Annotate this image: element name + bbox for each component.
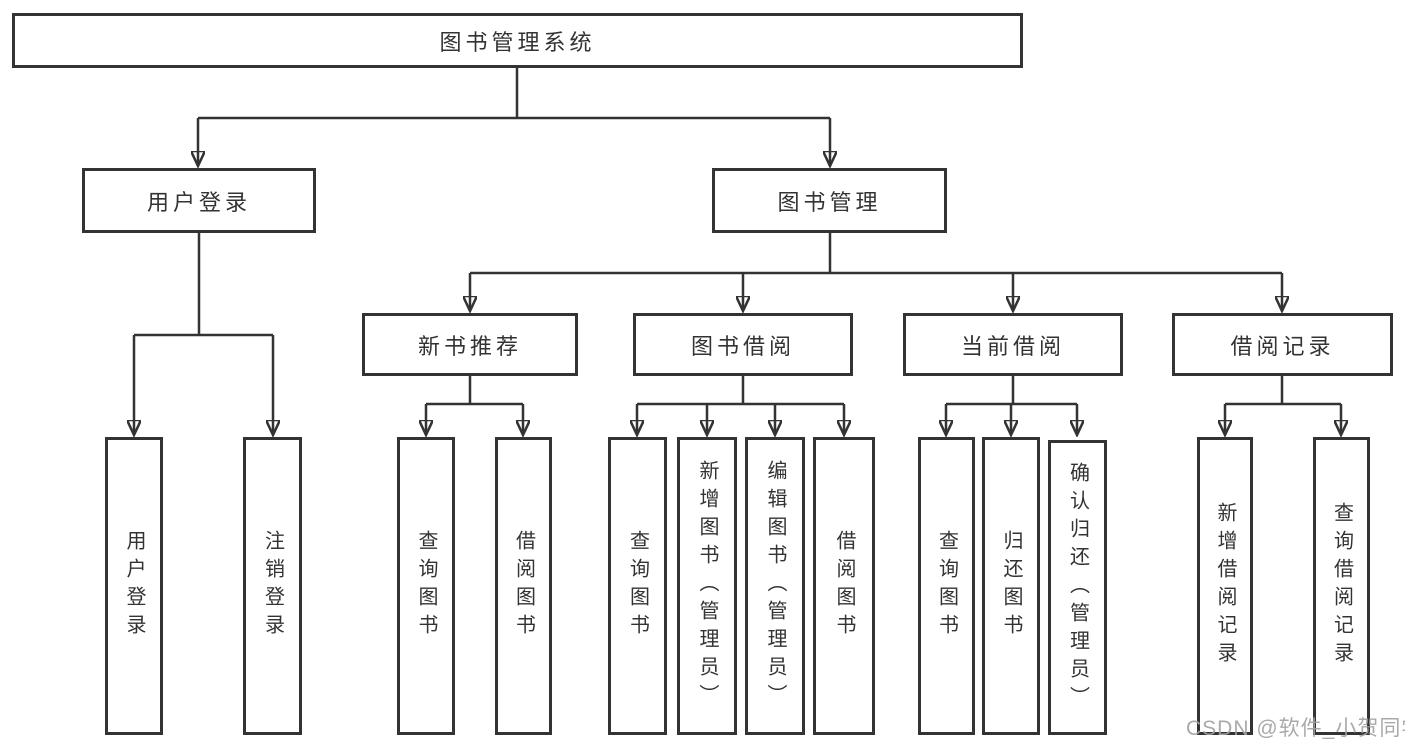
node-leaf-br-add-label: 新增借阅记录 [1214,502,1236,670]
node-root: 图书管理系统 [12,13,1023,68]
node-leaf-br-search-label: 查询借阅记录 [1330,502,1353,670]
connector-new-book-rec-trunk [426,376,523,406]
node-user-login-label: 用户登录 [146,189,251,215]
node-leaf-cb-confirm-label: 确认归还（管理员） [1066,461,1089,714]
node-user-login: 用户登录 [82,168,316,233]
connector-book-borrow-trunk [637,376,844,406]
connector-current-borrow-trunk [946,376,1077,406]
node-leaf-cb-search: 查询图书 [918,437,975,735]
node-leaf-cb-confirm: 确认归还（管理员） [1048,440,1107,735]
node-book-borrow-label: 图书借阅 [690,333,795,359]
node-leaf-logout: 注销登录 [243,437,302,735]
node-leaf-bb-borrow-label: 借阅图书 [833,530,855,642]
csdn-watermark: CSDN @软件_小贺同学 [1186,717,1405,740]
node-leaf-br-add: 新增借阅记录 [1197,437,1253,735]
node-leaf-bb-search-label: 查询图书 [626,530,649,642]
node-leaf-cb-return: 归还图书 [982,437,1040,735]
node-new-book-rec-label: 新书推荐 [417,333,522,359]
node-leaf-user-login: 用户登录 [105,437,163,735]
node-borrow-record-label: 借阅记录 [1230,333,1335,359]
node-root-label: 图书管理系统 [439,29,596,55]
node-leaf-bb-search: 查询图书 [608,437,667,735]
node-current-borrow-label: 当前借阅 [960,333,1065,359]
node-leaf-bb-add-label: 新增图书（管理员） [696,460,718,712]
connector-borrow-record-trunk [1225,376,1341,406]
node-leaf-rec-borrow: 借阅图书 [495,437,552,735]
connector-user-login-trunk [134,233,273,337]
node-new-book-rec: 新书推荐 [362,313,578,376]
connector-book-mgmt-trunk [470,233,1282,275]
node-current-borrow: 当前借阅 [903,313,1123,376]
node-leaf-bb-edit: 编辑图书（管理员） [745,437,805,735]
node-leaf-user-login-label: 用户登录 [123,530,145,642]
node-leaf-bb-add: 新增图书（管理员） [677,437,737,735]
node-leaf-rec-search-label: 查询图书 [415,530,437,642]
node-book-mgmt-label: 图书管理 [777,189,882,215]
node-book-borrow: 图书借阅 [633,313,853,376]
node-leaf-br-search: 查询借阅记录 [1313,437,1370,735]
node-leaf-rec-search: 查询图书 [397,437,455,735]
node-leaf-bb-edit-label: 编辑图书（管理员） [764,460,786,712]
node-borrow-record: 借阅记录 [1172,313,1393,376]
node-leaf-cb-search-label: 查询图书 [935,530,958,642]
node-leaf-logout-label: 注销登录 [261,530,284,642]
node-leaf-cb-return-label: 归还图书 [1000,530,1022,642]
node-book-mgmt: 图书管理 [712,168,947,233]
node-leaf-bb-borrow: 借阅图书 [813,437,875,735]
connector-root-trunk [198,68,830,120]
node-leaf-rec-borrow-label: 借阅图书 [512,530,535,642]
